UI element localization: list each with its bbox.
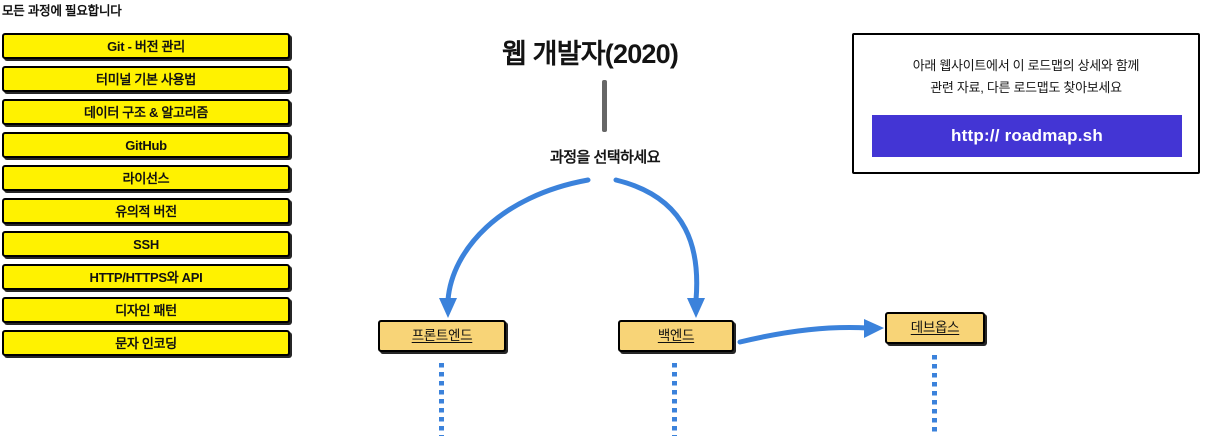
node-label: 프론트엔드	[411, 328, 473, 344]
roadmap-url-button[interactable]: http:// roadmap.sh	[872, 115, 1182, 157]
info-panel-line-2: 관련 자료, 다른 로드맵도 찾아보세요	[930, 80, 1122, 95]
roadmap-url-label: http:// roadmap.sh	[951, 126, 1103, 145]
node-frontend[interactable]: 프론트엔드	[378, 320, 506, 352]
sidebar-item-label: 문자 인코딩	[115, 335, 177, 351]
page-title: 웹 개발자(2020)	[501, 39, 679, 69]
sidebar-item-character-encoding[interactable]: 문자 인코딩	[2, 330, 290, 356]
node-devops[interactable]: 데브옵스	[885, 312, 985, 344]
sidebar-item-design-patterns[interactable]: 디자인 패턴	[2, 297, 290, 323]
node-label: 데브옵스	[910, 320, 960, 336]
sidebar-header: 모든 과정에 필요합니다	[2, 4, 122, 18]
sidebar-item-http-api[interactable]: HTTP/HTTPS와 API	[2, 264, 290, 290]
node-backend[interactable]: 백엔드	[618, 320, 734, 352]
sidebar-item-label: GitHub	[125, 137, 167, 153]
sidebar-item-label: 유의적 버전	[115, 203, 177, 219]
dotted-line-devops	[932, 355, 937, 436]
sidebar-item-semantic-versioning[interactable]: 유의적 버전	[2, 198, 290, 224]
node-label: 백엔드	[657, 328, 695, 344]
sidebar-list: Git - 버전 관리 터미널 기본 사용법 데이터 구조 & 알고리즘 Git…	[2, 33, 290, 363]
sidebar-item-data-structures[interactable]: 데이터 구조 & 알고리즘	[2, 99, 290, 125]
sidebar-item-github[interactable]: GitHub	[2, 132, 290, 158]
sidebar-item-terminal[interactable]: 터미널 기본 사용법	[2, 66, 290, 92]
sidebar-item-label: HTTP/HTTPS와 API	[89, 269, 203, 285]
arrowhead-devops	[864, 319, 884, 338]
sidebar-item-label: SSH	[133, 236, 159, 252]
dotted-line-frontend	[439, 363, 444, 436]
sidebar-item-label: 터미널 기본 사용법	[96, 71, 196, 87]
arrow-to-frontend	[445, 177, 591, 303]
dotted-line-backend	[672, 363, 677, 436]
arrow-to-backend	[613, 177, 700, 303]
info-panel: 아래 웹사이트에서 이 로드맵의 상세와 함께 관련 자료, 다른 로드맵도 찾…	[852, 33, 1200, 174]
sidebar-item-label: 디자인 패턴	[115, 302, 177, 318]
title-connector-line	[602, 80, 607, 132]
sidebar-item-label: 라이선스	[122, 170, 170, 186]
sidebar-item-licenses[interactable]: 라이선스	[2, 165, 290, 191]
sidebar-item-label: Git - 버전 관리	[107, 38, 185, 54]
sidebar-item-git[interactable]: Git - 버전 관리	[2, 33, 290, 59]
arrowhead-frontend	[439, 298, 457, 318]
arrowhead-backend	[687, 298, 705, 318]
choose-track-label: 과정을 선택하세요	[549, 149, 661, 166]
info-panel-line-1: 아래 웹사이트에서 이 로드맵의 상세와 함께	[912, 58, 1140, 73]
sidebar-item-label: 데이터 구조 & 알고리즘	[84, 104, 208, 120]
arrow-backend-to-devops	[737, 325, 871, 345]
sidebar-item-ssh[interactable]: SSH	[2, 231, 290, 257]
